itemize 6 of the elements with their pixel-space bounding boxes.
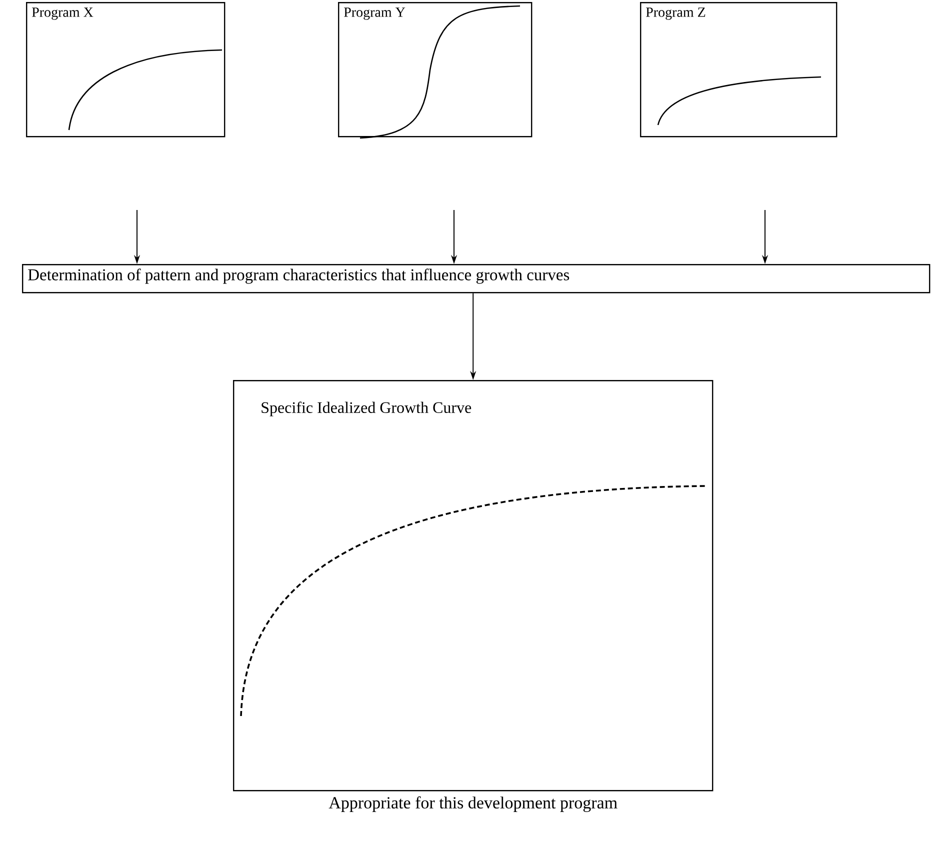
process-box: Determination of pattern and program characteristics that influence growth curves	[22, 264, 930, 294]
process-box: Program Y	[338, 2, 532, 138]
process-box: Specific Idealized Growth Curve	[233, 380, 714, 792]
process-box: Program X	[26, 2, 226, 138]
node-label: Appropriate for this development program	[328, 796, 618, 812]
process-box: Program Z	[640, 2, 838, 138]
